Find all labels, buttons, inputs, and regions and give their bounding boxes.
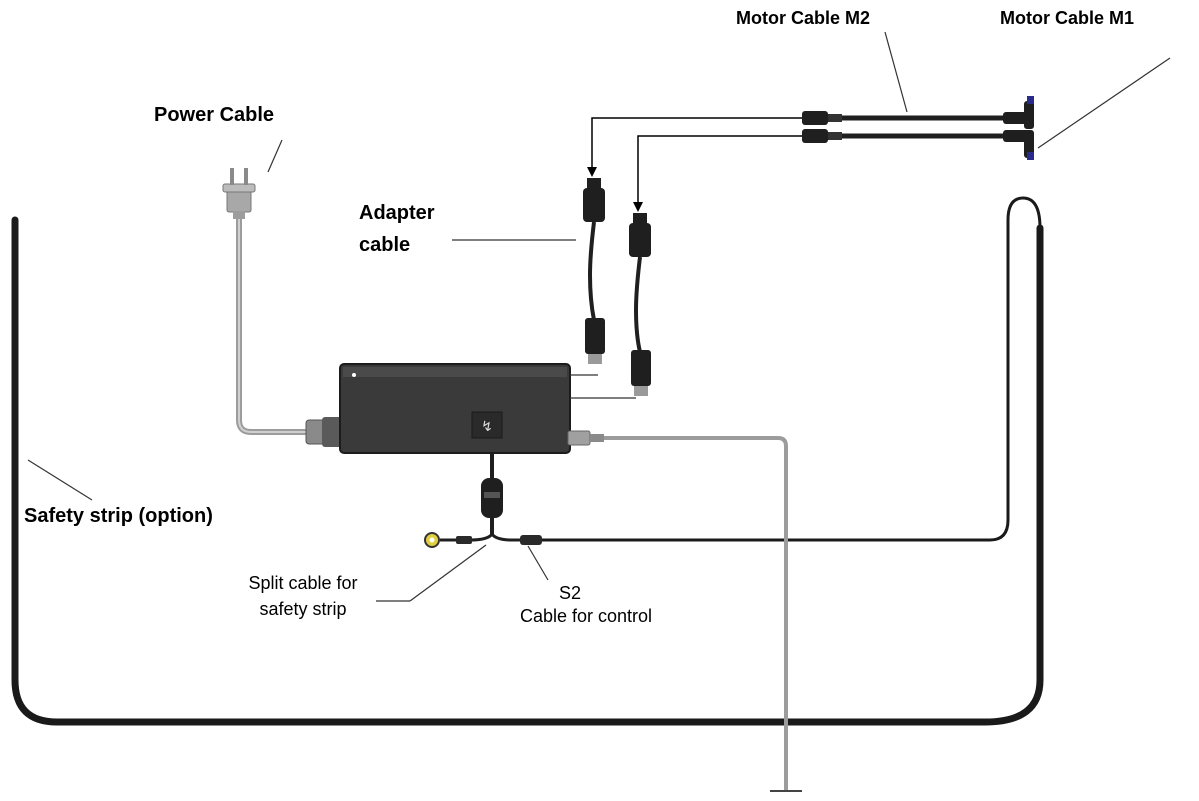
split-cable [424, 453, 542, 548]
adapter-cable-label-line1: Adapter [359, 202, 435, 224]
motor-cables [802, 96, 1034, 160]
adapter-cable-label-line2: cable [359, 234, 411, 256]
adapter-cable-1 [583, 178, 605, 364]
safety-strip [11, 196, 1044, 726]
motor-cable-m1-label: Motor Cable M1 [1000, 8, 1135, 28]
s2-label: S2 [558, 583, 582, 603]
control-box: ↯ [339, 363, 571, 454]
adapter-cable-2 [629, 213, 651, 396]
motor-cable-m2-label: Motor Cable M2 [736, 8, 871, 28]
power-cable [222, 168, 342, 447]
box-logo: ↯ [481, 419, 493, 435]
control-cable [567, 430, 802, 792]
power-cable-label: Power Cable [154, 104, 275, 126]
connection-arrows [587, 117, 802, 212]
control-cable-label: Cable for control [519, 606, 653, 626]
split-cable-label-line1: Split cable for [248, 573, 358, 593]
safety-strip-label: Safety strip (option) [24, 505, 213, 527]
leader-lines [27, 31, 1171, 602]
split-cable-label-line2: safety strip [259, 599, 347, 619]
